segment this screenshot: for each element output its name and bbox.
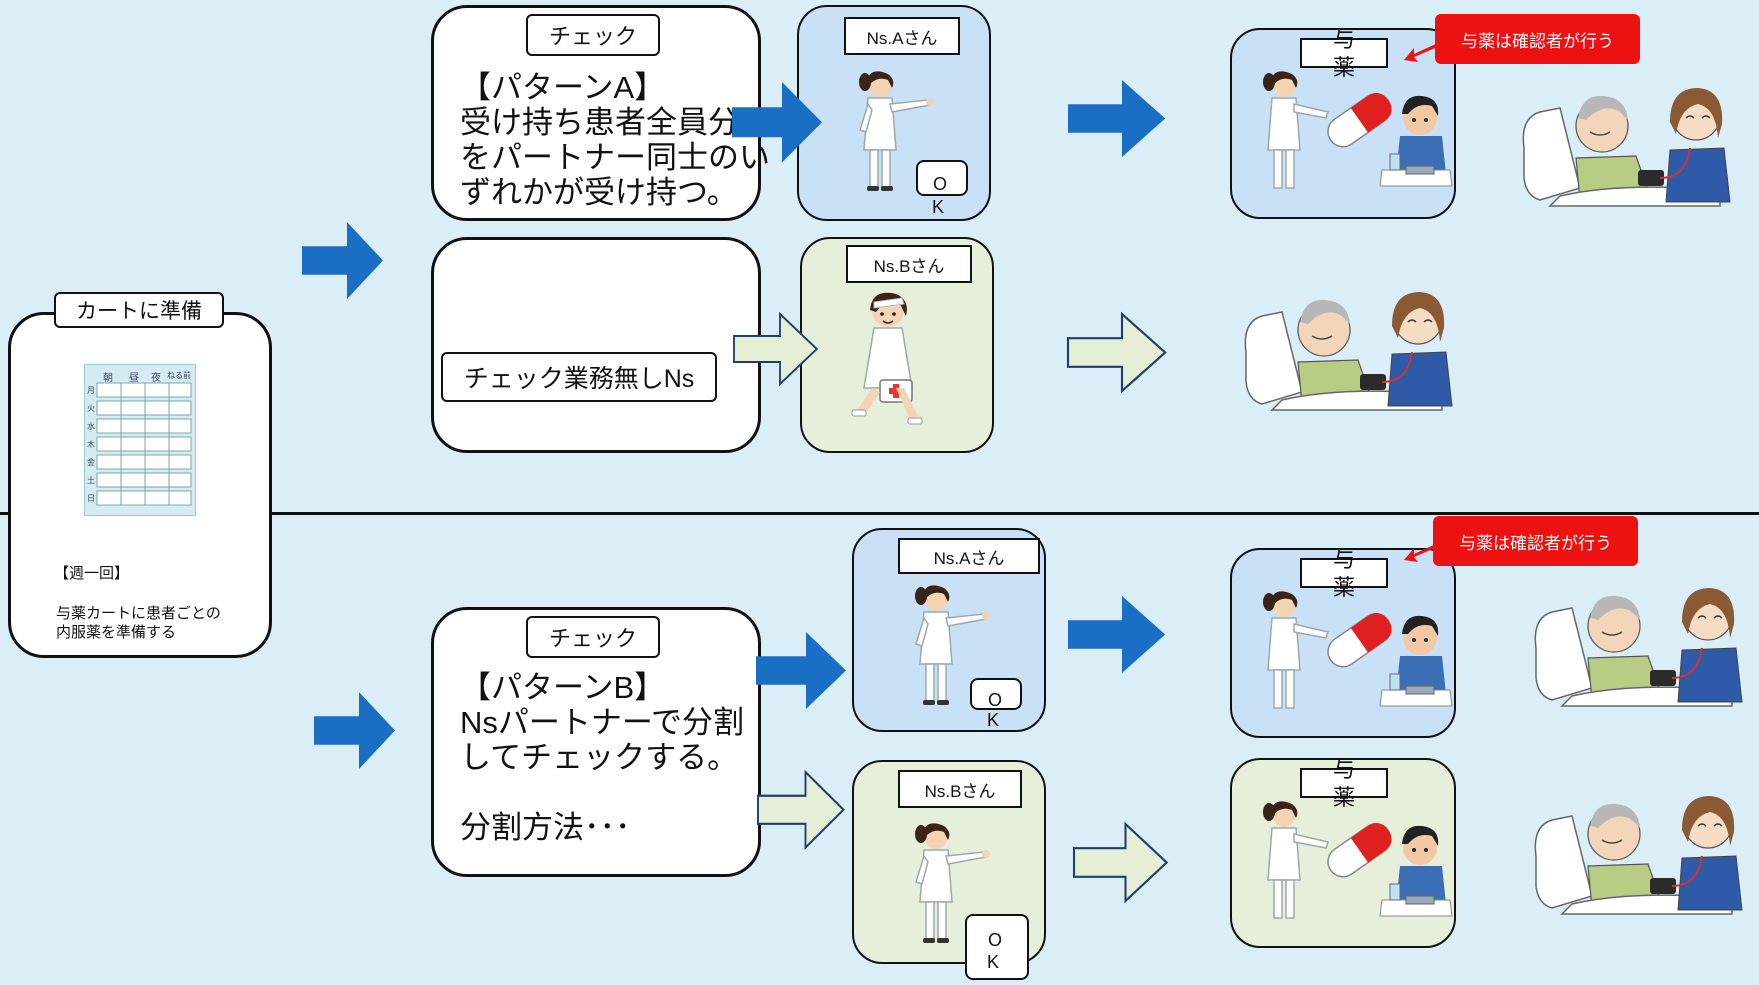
calendar-day-tue: 火 <box>87 404 95 413</box>
nurse-a-label-top: Ns.Aさん <box>844 17 960 55</box>
nurse-b-label-bottom: Ns.Bさん <box>898 770 1022 808</box>
ok-bubble-bottom-b-k: K <box>987 952 1000 972</box>
calendar-day-fri: 金 <box>87 458 95 467</box>
pattern-b-text: 【パターンB】 Nsパートナーで分割 してチェックする。 分割方法･･･ <box>460 670 745 845</box>
arrow-to-pattern-a <box>302 222 383 299</box>
pattern-b-check-label: チェック <box>526 616 660 658</box>
bedside-vitals-icon-top-1 <box>1522 87 1731 207</box>
med-label-char-1-bottom-1: 与 <box>1332 547 1355 572</box>
red-pointer-arrow-top <box>1404 42 1440 62</box>
ok-bubble-top <box>916 160 968 196</box>
med-label-char-2-top: 薬 <box>1332 55 1355 80</box>
section-divider <box>0 512 1759 515</box>
ok-bubble-bottom-a-o: O <box>988 690 1003 710</box>
arrow-nurse-a-to-med <box>1068 80 1166 157</box>
arrow-pattern-b-to-nurse-a <box>756 632 846 709</box>
calendar-day-sun: 日 <box>87 494 95 503</box>
calendar-header-yoru: 夜 <box>151 373 161 384</box>
arrow-no-check-to-nurse-b <box>733 313 818 385</box>
medicine-calendar: 朝 昼 夜 ねる前 月 火 水 木 金 土 日 <box>84 364 196 516</box>
arrow-nurse-a-to-med-bottom <box>1068 596 1166 673</box>
calendar-header-asa: 朝 <box>103 373 113 384</box>
med-label-bottom-1 <box>1300 558 1388 588</box>
confirm-label-bottom: 与薬は確認者が行う <box>1433 516 1638 566</box>
bedside-vitals-icon-top-2 <box>1244 291 1453 411</box>
ok-bubble-bottom-a-k: K <box>987 710 1000 730</box>
arrow-to-pattern-b <box>314 692 395 769</box>
cart-note-frequency: 【週一回】 <box>54 565 130 582</box>
arrow-nurse-b-to-med-bottom <box>1072 822 1168 903</box>
arrow-pattern-b-to-nurse-b <box>756 770 845 849</box>
pattern-a-check-label: チェック <box>526 14 660 56</box>
give-medicine-icon-bottom-1 <box>1262 590 1453 709</box>
calendar-grid <box>96 382 192 506</box>
med-label-top <box>1300 38 1388 68</box>
ok-bubble-o: O <box>933 174 948 194</box>
arrow-pattern-a-to-nurse-a <box>732 82 822 163</box>
bedside-vitals-icon-bottom-1 <box>1534 587 1743 707</box>
ok-bubble-k: K <box>932 197 945 217</box>
calendar-day-mon: 月 <box>87 386 95 395</box>
med-label-char-2-bottom-2: 薬 <box>1332 785 1355 810</box>
calendar-day-sat: 土 <box>87 476 95 485</box>
bedside-vitals-icon-bottom-2 <box>1534 795 1743 915</box>
arrow-nurse-b-to-bed <box>1066 312 1167 393</box>
med-label-char-2-bottom-1: 薬 <box>1332 575 1355 600</box>
med-label-bottom-2 <box>1300 768 1388 798</box>
nurse-walking-icon <box>851 291 923 425</box>
ok-bubble-bottom-b <box>965 914 1029 980</box>
calendar-header-neru: ねる前 <box>167 371 191 380</box>
ok-bubble-bottom-a <box>970 678 1022 710</box>
cart-title: カートに準備 <box>54 292 224 328</box>
no-check-label: チェック業務無しNs <box>441 352 717 402</box>
cart-note-line1: 与薬カートに患者ごとの <box>56 605 221 622</box>
red-pointer-arrow-bottom <box>1404 542 1440 562</box>
give-medicine-icon <box>1262 70 1453 189</box>
med-label-char-1-top: 与 <box>1332 27 1355 52</box>
nurse-b-label-top: Ns.Bさん <box>846 245 972 283</box>
pattern-a-text: 【パターンA】 受け持ち患者全員分 をパートナー同士のい ずれかが受け持つ。 <box>460 70 770 210</box>
ok-bubble-bottom-b-o: O <box>988 930 1003 950</box>
nurse-a-label-bottom: Ns.Aさん <box>898 538 1040 574</box>
no-check-box <box>431 237 761 453</box>
calendar-day-wed: 水 <box>87 422 95 431</box>
calendar-day-thu: 木 <box>87 440 95 449</box>
confirm-label-top: 与薬は確認者が行う <box>1435 14 1640 64</box>
cart-note-line2: 内服薬を準備する <box>56 624 177 641</box>
give-medicine-icon-bottom-2 <box>1262 800 1453 919</box>
calendar-header-hiru: 昼 <box>129 373 139 384</box>
med-label-char-1-bottom-2: 与 <box>1332 757 1355 782</box>
